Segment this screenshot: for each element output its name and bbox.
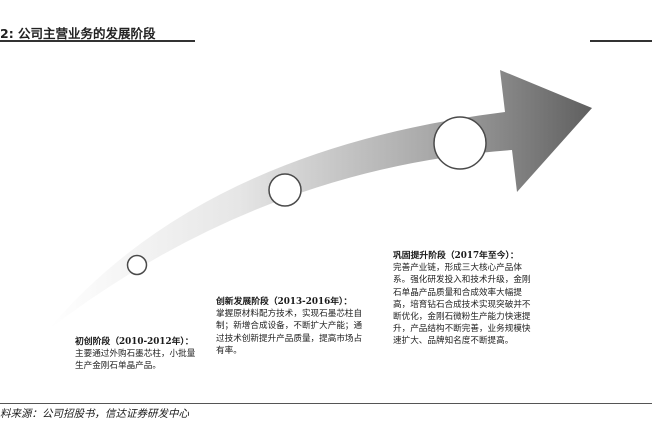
stage-marker-1	[126, 254, 148, 276]
source-note: 料来源：公司招股书，信达证券研发中心	[0, 408, 189, 420]
title-underline	[0, 40, 195, 42]
footer-rule	[0, 403, 652, 404]
stage-heading: 初创阶段（2010-2012年）：	[75, 337, 194, 347]
stage-heading: 巩固提升阶段（2017年至今）：	[393, 251, 519, 261]
stage-initial: 初创阶段（2010-2012年）： 主要通过外购石墨芯柱，小批量生产金刚石单晶产…	[75, 336, 197, 373]
stage-marker-3	[433, 116, 487, 170]
stage-consolidation: 巩固提升阶段（2017年至今）： 完善产业链，形成三大核心产品体系。强化研发投入…	[393, 250, 533, 348]
stage-description: 完善产业链，形成三大核心产品体系。强化研发投入和技术升级，金刚石单晶产品质量和合…	[393, 263, 531, 347]
stage-marker-2	[268, 173, 302, 207]
stage-description: 主要通过外购石墨芯柱，小批量生产金刚石单晶产品。	[75, 349, 196, 372]
title-rule	[590, 40, 652, 42]
figure-title-bar: 2: 公司主营业务的发展阶段	[0, 20, 652, 42]
stage-heading: 创新发展阶段（2013-2016年）：	[216, 297, 353, 307]
stage-description: 掌握原材料配方技术，实现石墨芯柱自制；新增合成设备，不断扩大产能；通过技术创新提…	[216, 309, 363, 356]
figure-title: 2: 公司主营业务的发展阶段	[0, 26, 156, 41]
stage-innovation: 创新发展阶段（2013-2016年）： 掌握原材料配方技术，实现石墨芯柱自制；新…	[216, 296, 366, 357]
